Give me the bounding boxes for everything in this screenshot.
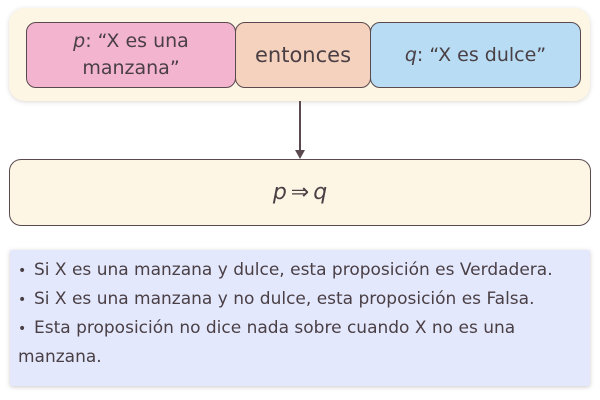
proposition-p-box: p: “X es una manzana” [26,22,236,88]
bullet-icon: • [18,292,27,308]
p-description: : “X es una manzana” [82,30,189,79]
q-description: : “X es dulce” [416,43,547,66]
proposition-p-text: p: “X es una manzana” [41,28,221,82]
bullet-icon: • [18,321,27,337]
note-item: • Si X es una manzana y dulce, esta propo… [18,256,582,285]
note-item: • Si X es una manzana y no dulce, esta pr… [18,285,582,314]
proposition-q-text: q: “X es dulce” [405,42,546,69]
note-item: •Esta proposición no dice nada sobre cua… [18,314,582,371]
arrowhead-icon [295,150,305,159]
q-symbol: q [404,43,417,66]
connector-label: entonces [254,42,352,67]
note-text: Si X es una manzana y dulce, esta propos… [34,260,553,280]
implies-icon: ⇒ [290,180,310,205]
arrow-down-icon [299,101,301,151]
note-text: Esta proposición no dice nada sobre cuan… [18,318,516,367]
implication-q: q [313,180,328,205]
p-symbol: p [73,30,86,52]
notes-box: • Si X es una manzana y dulce, esta propo… [10,250,590,386]
note-text: Si X es una manzana y no dulce, esta pro… [34,289,535,309]
proposition-q-box: q: “X es dulce” [370,22,581,88]
connector-box: entonces [235,22,371,88]
implication-box: p ⇒ q [9,159,591,226]
bullet-icon: • [18,263,27,279]
implication-p: p [272,180,287,205]
